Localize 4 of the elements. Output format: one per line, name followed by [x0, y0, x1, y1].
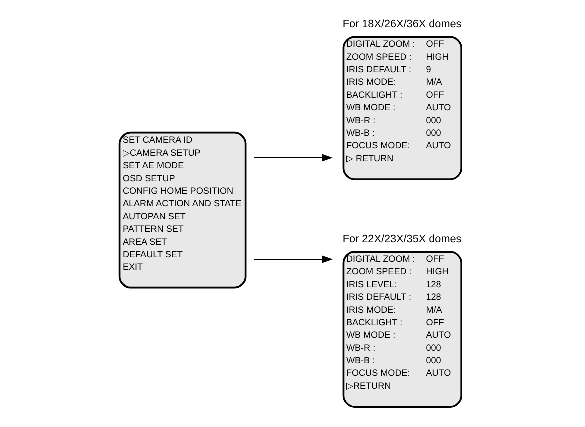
- arrow: [254, 256, 333, 264]
- arrow: [254, 154, 333, 162]
- node-label: For 22X/23X/35X domes: [342, 234, 462, 246]
- node-label: For 18X/26X/36X domes: [342, 18, 462, 31]
